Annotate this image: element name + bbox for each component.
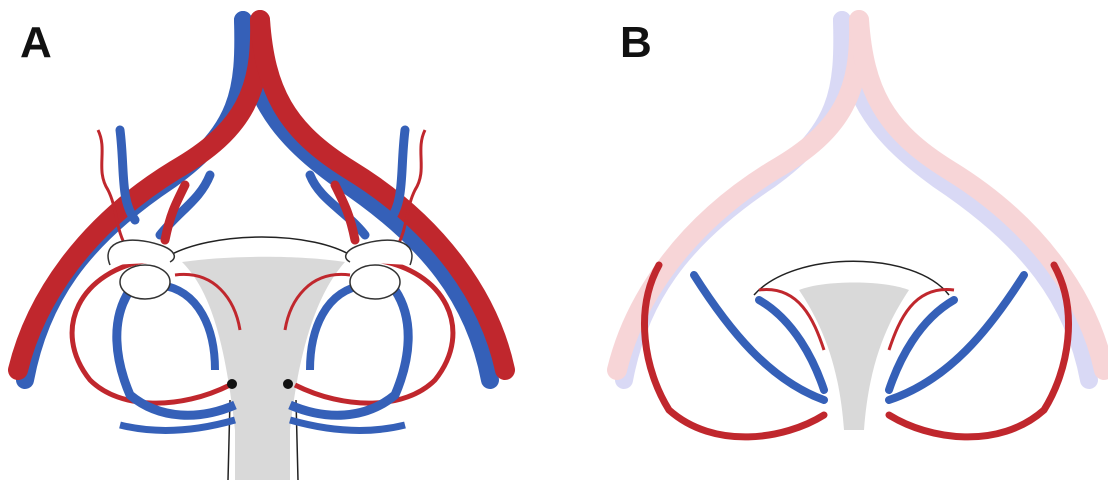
- vascular-diagram-b: [554, 0, 1108, 480]
- fundus-outline: [165, 237, 355, 258]
- vaginal-vein-arcade-right: [290, 420, 405, 430]
- ovary-right: [350, 265, 400, 299]
- panel-a: A: [0, 0, 554, 480]
- vascular-diagram-a: [0, 0, 554, 480]
- uterine-artery-loop-right-b: [889, 265, 1068, 437]
- vaginal-vein-arcade-left: [120, 420, 235, 430]
- ureter-crossing-left: [227, 379, 237, 389]
- uterine-artery-loop-left-b: [645, 265, 824, 437]
- uterine-vein-right-b2: [889, 300, 954, 390]
- ovary-left: [120, 265, 170, 299]
- uterus: [182, 257, 345, 480]
- panel-b: B: [554, 0, 1108, 480]
- ureter-crossing-right: [283, 379, 293, 389]
- uterus-b: [799, 283, 909, 431]
- uterine-vein-right-b: [889, 275, 1024, 400]
